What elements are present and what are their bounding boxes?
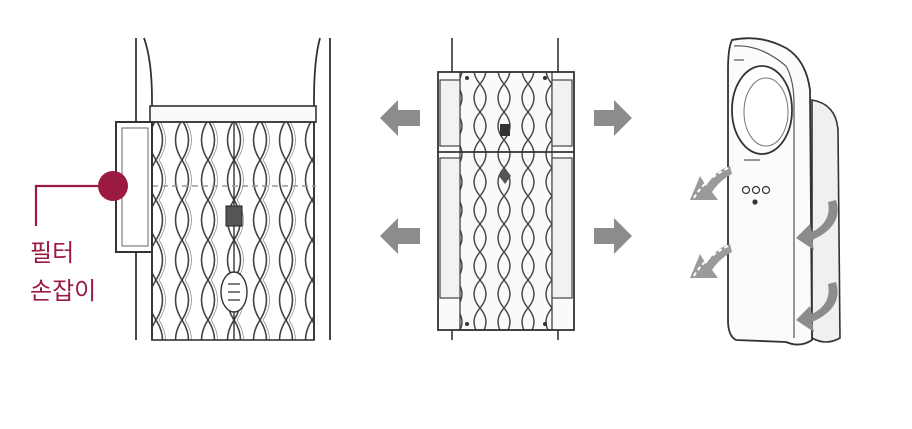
rotate-arrow-icon — [690, 166, 732, 200]
unit-top-bar — [149, 105, 317, 123]
panel-filter-remove — [380, 38, 632, 340]
arrow-right-icon — [594, 218, 632, 254]
unit-vent — [731, 65, 793, 155]
unit-controls — [741, 185, 771, 205]
rotate-arrow-icon — [796, 200, 838, 250]
arrow-left-icon — [380, 218, 420, 254]
arrow-right-icon — [594, 100, 632, 136]
panel-unit-rotate — [690, 37, 841, 346]
arrow-left-icon — [380, 100, 420, 136]
panel-filter-handle — [34, 37, 331, 341]
callout-dot — [98, 171, 128, 201]
callout-label-line1: 필터 — [30, 239, 75, 267]
rotate-arrow-icon — [690, 244, 732, 278]
callout-leader — [34, 184, 98, 226]
rotate-arrow-icon — [796, 282, 838, 332]
filter-center-badge — [225, 205, 243, 227]
callout-label-line2: 손잡이 — [30, 277, 97, 305]
